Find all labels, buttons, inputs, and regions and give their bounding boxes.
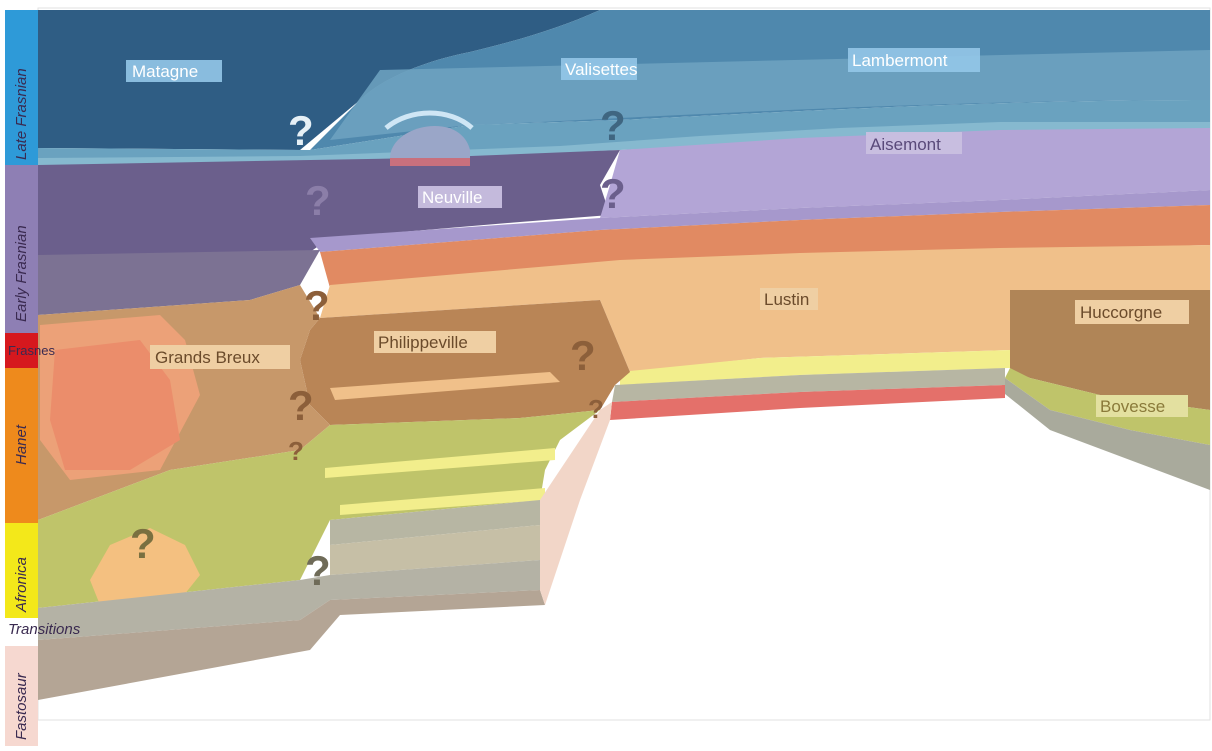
lambermont-layer — [330, 50, 1210, 140]
bovesse-grey-base — [1000, 378, 1210, 490]
step-edge — [540, 402, 612, 605]
question-mark-10: ? — [130, 520, 156, 567]
frasnes-wedge — [50, 340, 180, 470]
neuville-label: Neuville — [422, 188, 482, 207]
dome-structure — [390, 125, 470, 162]
zone-transitions-label: Transitions — [8, 621, 81, 638]
zone-frasnes-label: Frasnes — [8, 343, 55, 358]
valisettes-label: Valisettes — [565, 60, 637, 79]
ahrendt-yellow-band-1 — [325, 448, 555, 478]
question-mark-3: ? — [305, 177, 331, 224]
question-mark-2: ? — [600, 102, 626, 149]
zone-frasnes-bar — [5, 333, 38, 368]
grands-breux-label: Grands Breux — [155, 348, 260, 367]
question-mark-5: ? — [304, 282, 330, 329]
question-mark-6: ? — [570, 332, 596, 379]
zone-ahrendt-bar — [5, 523, 38, 618]
aisemont-label: Aisemont — [870, 135, 941, 154]
zone-hanonet-label: Hanet — [13, 424, 30, 465]
zone-late-frasnian-bar — [5, 10, 38, 165]
zone-early-frasnian-bar — [5, 165, 38, 333]
zone-fastosau-label: Fastosaur — [13, 672, 30, 740]
ahrendt-yellow-band-2 — [340, 488, 545, 515]
matagne-label: Matagne — [132, 62, 198, 81]
question-mark-8: ? — [288, 436, 304, 466]
lustin-grey-band — [612, 368, 1005, 402]
matagne-layer — [38, 10, 600, 150]
ahrendt-grey-band — [330, 500, 540, 545]
ahrendt-orange-blob — [90, 528, 200, 605]
early-frasnian-thin-band — [310, 190, 1210, 252]
bovesse-label: Bovesse — [1100, 397, 1165, 416]
philippeville-label: Philippeville — [378, 333, 468, 352]
late-frasnian-lower-band — [38, 100, 1210, 162]
question-mark-9: ? — [588, 394, 604, 424]
question-mark-11: ? — [305, 547, 331, 594]
neuville-layer — [38, 150, 620, 258]
fastosau-layer — [38, 590, 545, 700]
aisemont-layer — [600, 128, 1210, 218]
philippeville-tan-band — [330, 372, 560, 400]
lustin-red-band — [610, 385, 1005, 420]
early-frasnian-left-block — [38, 250, 320, 315]
zone-hanonet-bar — [5, 368, 38, 523]
lustin-yellow-band — [620, 350, 1010, 385]
transitions-layer — [38, 560, 540, 640]
question-mark-7: ? — [288, 382, 314, 429]
zone-early-frasnian-label: Early Frasnian — [13, 225, 30, 322]
zone-ahrendt-label: Afronica — [13, 557, 30, 613]
question-mark-4: ? — [600, 170, 626, 217]
lustin-label: Lustin — [764, 290, 809, 309]
zone-fastosau-bar — [5, 646, 38, 746]
zone-transitions-bar — [5, 618, 38, 646]
ahrendt-lower-band — [330, 525, 540, 575]
zone-late-frasnian-label: Late Frasnian — [13, 68, 30, 160]
question-mark-1: ? — [288, 107, 314, 154]
huccorgne-label: Huccorgne — [1080, 303, 1162, 322]
lambermont-label: Lambermont — [852, 51, 948, 70]
